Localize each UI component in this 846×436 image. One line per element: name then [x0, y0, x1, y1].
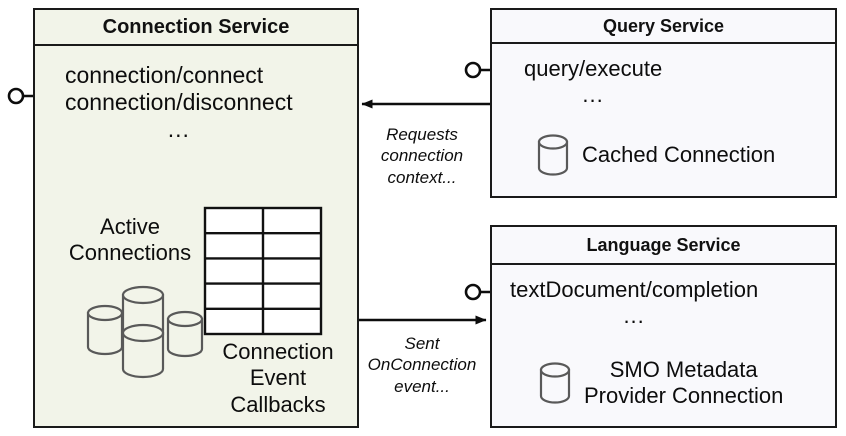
table-grid-icon — [203, 206, 323, 336]
api-connection-connect: connection/connect — [65, 62, 264, 88]
query-service-body: query/execute ... Cached Connection — [492, 44, 835, 196]
active-connections-label-line2: Connections — [68, 240, 192, 266]
connection-service-title: Connection Service — [35, 10, 357, 46]
query-service-title: Query Service — [492, 10, 835, 44]
edge-label-line3: context... — [387, 167, 457, 187]
edge-label-line2: OnConnection — [367, 355, 477, 375]
callbacks-label-line3: Callbacks — [230, 391, 326, 417]
database-cluster-icon — [86, 285, 204, 379]
connection-event-callbacks-label: Connection Event Callbacks — [198, 339, 358, 418]
callbacks-label-line1: Connection — [222, 339, 334, 364]
connection-service-body: connection/connect connection/disconnect… — [35, 46, 357, 426]
api-ellipsis: ... — [623, 302, 645, 328]
component-language-service[interactable]: Language Service textDocument/completion… — [490, 225, 837, 428]
edge-label-line3: event... — [394, 376, 450, 396]
component-connection-service[interactable]: Connection Service connection/connect co… — [33, 8, 359, 428]
query-service-api-list: query/execute ... — [524, 56, 662, 108]
language-service-store: SMO Metadata Provider Connection — [538, 357, 783, 410]
edge-label-line1: Requests — [386, 125, 458, 144]
connection-service-api-list: connection/connect connection/disconnect… — [65, 62, 293, 143]
api-ellipsis: ... — [167, 116, 190, 143]
smo-caption-line2: Provider Connection — [584, 383, 784, 409]
api-connection-disconnect: connection/disconnect — [65, 89, 293, 116]
edge-label-sent-onconnection-event: Sent OnConnection event... — [359, 333, 485, 397]
language-service-title: Language Service — [492, 227, 835, 265]
cached-connection-caption: Cached Connection — [582, 141, 776, 167]
api-textdocument-completion: textDocument/completion — [510, 277, 759, 302]
database-cylinder-icon — [537, 134, 569, 176]
edge-label-line1: Sent — [404, 334, 440, 353]
query-service-store: Cached Connection — [536, 132, 775, 178]
active-connections-label-line1: Active — [100, 214, 160, 239]
component-query-service[interactable]: Query Service query/execute ... Cached C… — [490, 8, 837, 198]
api-query-execute: query/execute — [524, 56, 663, 81]
active-connections-label: Active Connections — [45, 214, 215, 267]
language-service-body: textDocument/completion ... SMO Metadata… — [492, 265, 835, 426]
smo-caption-line1: SMO Metadata — [609, 357, 758, 382]
smo-metadata-provider-caption: SMO Metadata Provider Connection — [584, 357, 783, 410]
edge-label-requests-connection-context: Requests connection context... — [361, 124, 483, 188]
callbacks-label-line2: Event — [249, 365, 307, 391]
database-cylinder-icon — [539, 362, 571, 404]
edge-label-line2: connection — [380, 146, 464, 166]
language-service-api-list: textDocument/completion ... — [510, 277, 758, 329]
api-ellipsis: ... — [582, 81, 604, 107]
